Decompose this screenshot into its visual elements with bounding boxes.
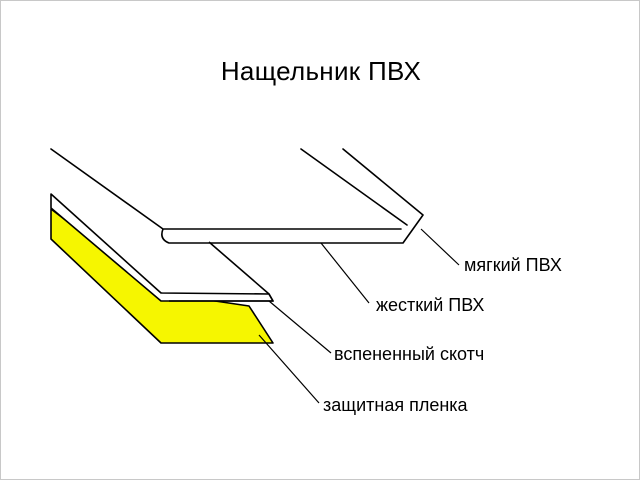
leader-line-protective-film bbox=[258, 334, 320, 404]
label-rigid-pvc: жесткий ПВХ bbox=[376, 295, 485, 315]
label-protective-film: защитная пленка bbox=[323, 395, 468, 415]
label-soft-pvc: мягкий ПВХ bbox=[464, 255, 562, 275]
leader-line-rigid-pvc bbox=[320, 242, 370, 304]
leader-line-soft-pvc bbox=[420, 228, 460, 266]
leader-line-foam-tape bbox=[268, 300, 332, 354]
soft-pvc-layer bbox=[50, 148, 424, 244]
rigid-pvc-layer bbox=[169, 241, 274, 302]
diagram-title: Нащельник ПВХ bbox=[220, 56, 422, 86]
label-foam-tape: вспененный скотч bbox=[334, 344, 485, 364]
